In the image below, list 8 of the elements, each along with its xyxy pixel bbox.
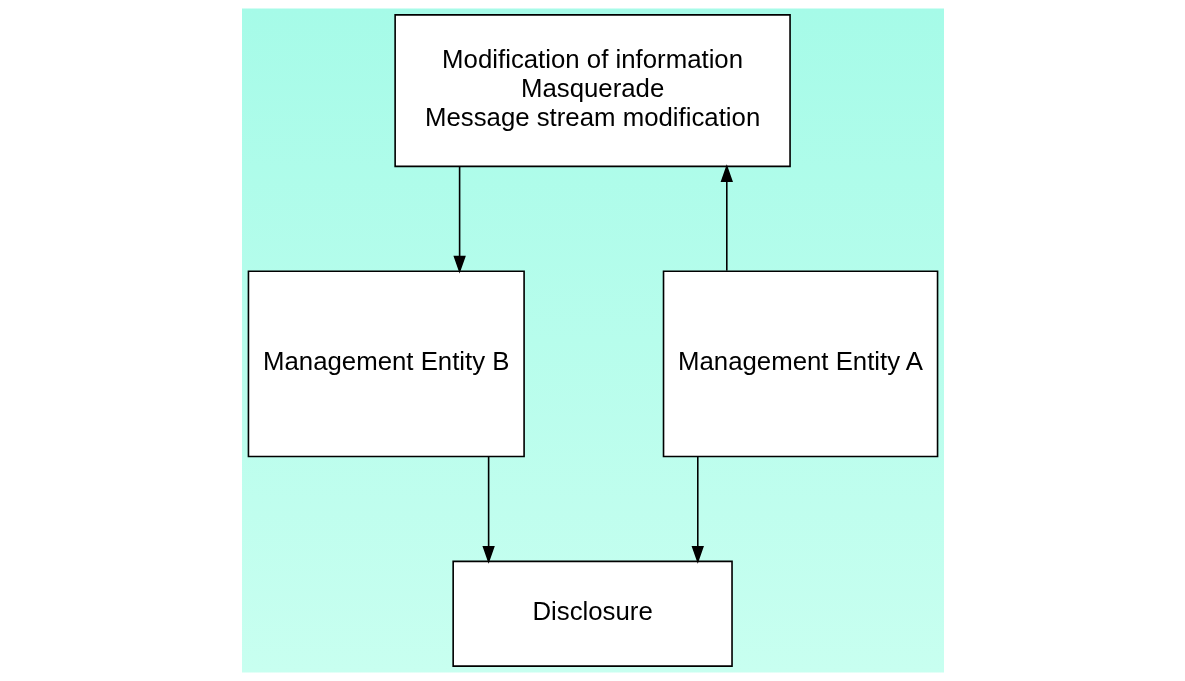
arrow (691, 456, 704, 564)
arrow (452, 165, 466, 274)
arrow (481, 456, 495, 564)
node-box: Management Entity A (662, 270, 938, 458)
arrow (720, 164, 733, 272)
node-box: Modification of information Masquerade Message stream modification (393, 14, 791, 168)
node-box: Management Entity B (247, 270, 525, 458)
node-box: Disclosure (451, 560, 733, 667)
